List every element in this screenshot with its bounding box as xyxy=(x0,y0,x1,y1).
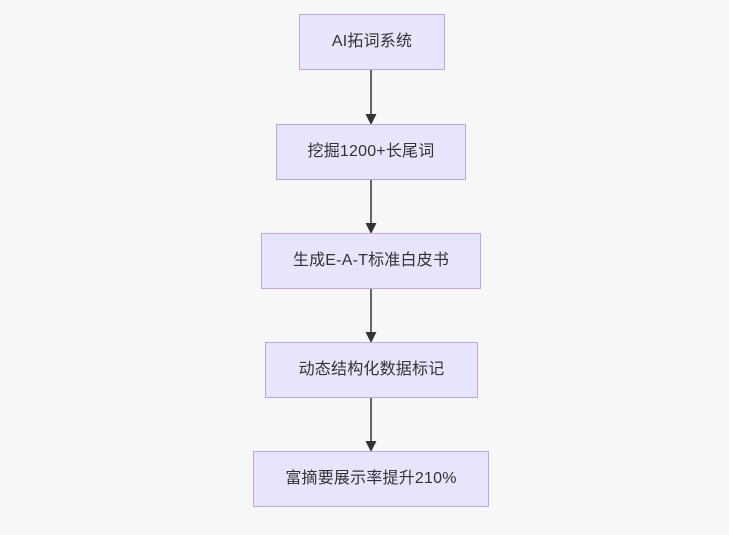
flow-node-label: 动态结构化数据标记 xyxy=(298,361,445,379)
arrow-down-icon xyxy=(365,70,377,125)
arrow-down-icon xyxy=(365,398,377,452)
flow-edge-3 xyxy=(364,289,378,349)
flow-node-label: 富摘要展示率提升210% xyxy=(285,470,457,488)
flow-edge-1 xyxy=(364,70,378,130)
arrow-down-icon xyxy=(365,289,377,343)
flow-edge-2 xyxy=(364,180,378,240)
flow-node-label: 挖掘1200+长尾词 xyxy=(307,143,435,161)
flow-node-mine-longtail-keywords[interactable]: 挖掘1200+长尾词 xyxy=(276,124,466,180)
flow-node-dynamic-structured-data-markup[interactable]: 动态结构化数据标记 xyxy=(265,342,478,398)
flow-node-ai-keyword-system[interactable]: AI拓词系统 xyxy=(299,14,445,70)
flow-node-rich-snippet-impression-uplift[interactable]: 富摘要展示率提升210% xyxy=(253,451,489,507)
flow-node-label: AI拓词系统 xyxy=(331,33,413,51)
flow-node-generate-eat-whitepaper[interactable]: 生成E-A-T标准白皮书 xyxy=(261,233,481,289)
flow-edge-4 xyxy=(364,398,378,458)
arrow-down-icon xyxy=(365,180,377,234)
flow-node-label: 生成E-A-T标准白皮书 xyxy=(292,252,450,270)
